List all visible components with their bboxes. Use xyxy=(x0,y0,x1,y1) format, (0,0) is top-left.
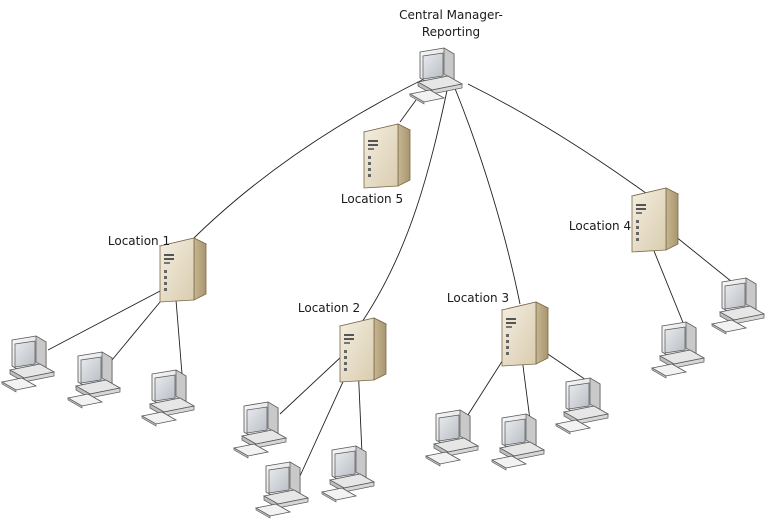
location4-node[interactable] xyxy=(631,187,679,253)
central-manager-node[interactable] xyxy=(409,47,463,105)
workstation-icon xyxy=(1,335,55,393)
link-location1-client-1 xyxy=(47,289,163,351)
server-icon xyxy=(501,301,549,367)
workstation-icon xyxy=(141,369,195,427)
link-location1-client-3 xyxy=(175,299,183,375)
server-icon xyxy=(631,187,679,253)
workstation-icon xyxy=(555,377,609,435)
location1-label: Location 1 xyxy=(108,234,170,248)
location4-client-1[interactable] xyxy=(651,321,705,379)
link-location3-client-2 xyxy=(521,357,531,421)
location3-label: Location 3 xyxy=(447,291,509,305)
workstation-icon xyxy=(321,445,375,503)
location5-node[interactable] xyxy=(363,123,411,189)
location4-label: Location 4 xyxy=(569,219,631,233)
link-central-location2 xyxy=(361,85,449,323)
location1-client-1[interactable] xyxy=(1,335,55,393)
location2-client-2[interactable] xyxy=(255,461,309,519)
workstation-icon xyxy=(711,277,765,335)
location1-client-2[interactable] xyxy=(67,351,121,409)
link-central-location4 xyxy=(467,83,651,197)
central-manager-label-line2: Reporting xyxy=(422,25,480,39)
link-location2-client-1 xyxy=(279,355,343,415)
location2-client-1[interactable] xyxy=(233,401,287,459)
link-location4-client-1 xyxy=(651,245,687,331)
location2-client-3[interactable] xyxy=(321,445,375,503)
link-central-location3 xyxy=(453,85,521,305)
server-icon xyxy=(363,123,411,189)
workstation-icon xyxy=(491,413,545,471)
location3-client-2[interactable] xyxy=(491,413,545,471)
workstation-icon xyxy=(409,47,463,105)
location2-label: Location 2 xyxy=(298,301,360,315)
workstation-icon xyxy=(233,401,287,459)
workstation-icon xyxy=(425,409,479,467)
location5-label: Location 5 xyxy=(341,192,403,206)
link-central-location5 xyxy=(399,99,417,123)
central-manager-label-line1: Central Manager- xyxy=(399,8,503,22)
link-location1-client-2 xyxy=(111,295,166,361)
link-central-location1 xyxy=(179,75,431,253)
workstation-icon xyxy=(255,461,309,519)
workstation-icon xyxy=(67,351,121,409)
location3-client-3[interactable] xyxy=(555,377,609,435)
location2-node[interactable] xyxy=(339,317,387,383)
server-icon xyxy=(339,317,387,383)
location3-client-1[interactable] xyxy=(425,409,479,467)
link-location3-client-1 xyxy=(465,351,509,419)
location4-client-2[interactable] xyxy=(711,277,765,335)
workstation-icon xyxy=(651,321,705,379)
location1-client-3[interactable] xyxy=(141,369,195,427)
location3-node[interactable] xyxy=(501,301,549,367)
